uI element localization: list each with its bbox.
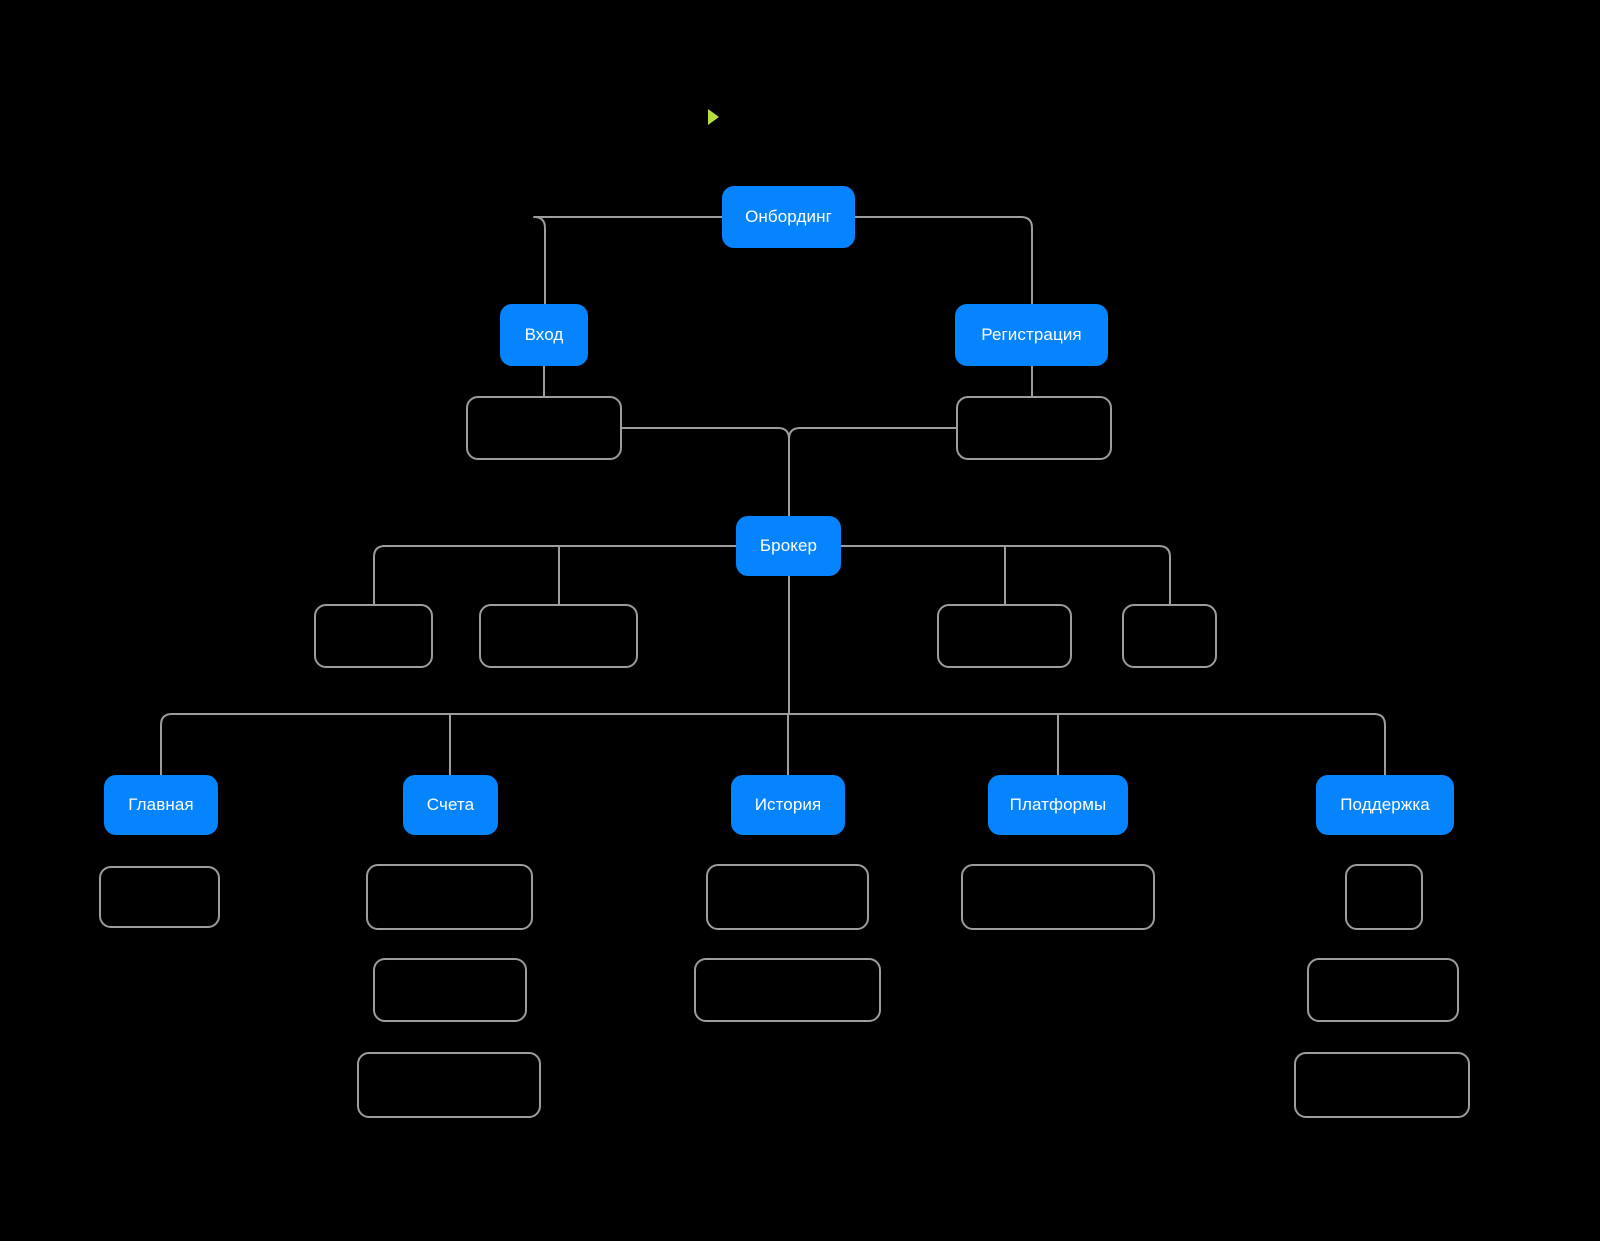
node-login[interactable]: Вход: [500, 304, 588, 366]
node-broker-a[interactable]: [314, 604, 433, 668]
edge-broker-d: [841, 545, 1171, 604]
node-broker-d[interactable]: [1122, 604, 1217, 668]
edge-broker-c: [841, 545, 1006, 604]
node-label: Главная: [128, 794, 194, 814]
node-reg-child[interactable]: [956, 396, 1112, 460]
edge-onboarding-login: [533, 216, 722, 304]
node-platforms[interactable]: Платформы: [988, 775, 1128, 835]
node-label: Регистрация: [981, 324, 1082, 344]
node-register[interactable]: Регистрация: [955, 304, 1108, 366]
node-label: Поддержка: [1340, 794, 1430, 814]
node-accounts-3[interactable]: [357, 1052, 541, 1118]
node-label: История: [754, 794, 822, 814]
node-broker[interactable]: Брокер: [736, 516, 841, 576]
node-platforms-1[interactable]: [961, 864, 1155, 930]
node-accounts-1[interactable]: [366, 864, 533, 930]
node-broker-c[interactable]: [937, 604, 1072, 668]
node-label: Онбординг: [745, 206, 832, 226]
edge-broker-a: [373, 545, 736, 604]
node-history-1[interactable]: [706, 864, 869, 930]
edge-onboarding-register: [855, 216, 1033, 304]
node-support[interactable]: Поддержка: [1316, 775, 1454, 835]
node-support-2[interactable]: [1307, 958, 1459, 1022]
node-history-2[interactable]: [694, 958, 881, 1022]
node-support-3[interactable]: [1294, 1052, 1470, 1118]
edge-broker-b: [558, 545, 736, 604]
node-onboarding[interactable]: Онбординг: [722, 186, 855, 248]
node-accounts-2[interactable]: [373, 958, 527, 1022]
edge-regchild-broker: [788, 427, 956, 516]
node-accounts[interactable]: Счета: [403, 775, 498, 835]
edge-navbus-main: [160, 713, 173, 775]
node-main-1[interactable]: [99, 866, 220, 928]
node-broker-b[interactable]: [479, 604, 638, 668]
node-label: Платформы: [1009, 794, 1107, 814]
node-label: Счета: [426, 794, 475, 814]
play-triangle-marker: [708, 109, 719, 125]
node-label: Брокер: [759, 535, 818, 555]
node-history[interactable]: История: [731, 775, 845, 835]
node-label: Вход: [524, 324, 564, 344]
edge-loginchild-broker: [622, 427, 790, 516]
node-login-child[interactable]: [466, 396, 622, 460]
node-support-1[interactable]: [1345, 864, 1423, 930]
node-main[interactable]: Главная: [104, 775, 218, 835]
edge-navbus-support: [1373, 713, 1386, 775]
